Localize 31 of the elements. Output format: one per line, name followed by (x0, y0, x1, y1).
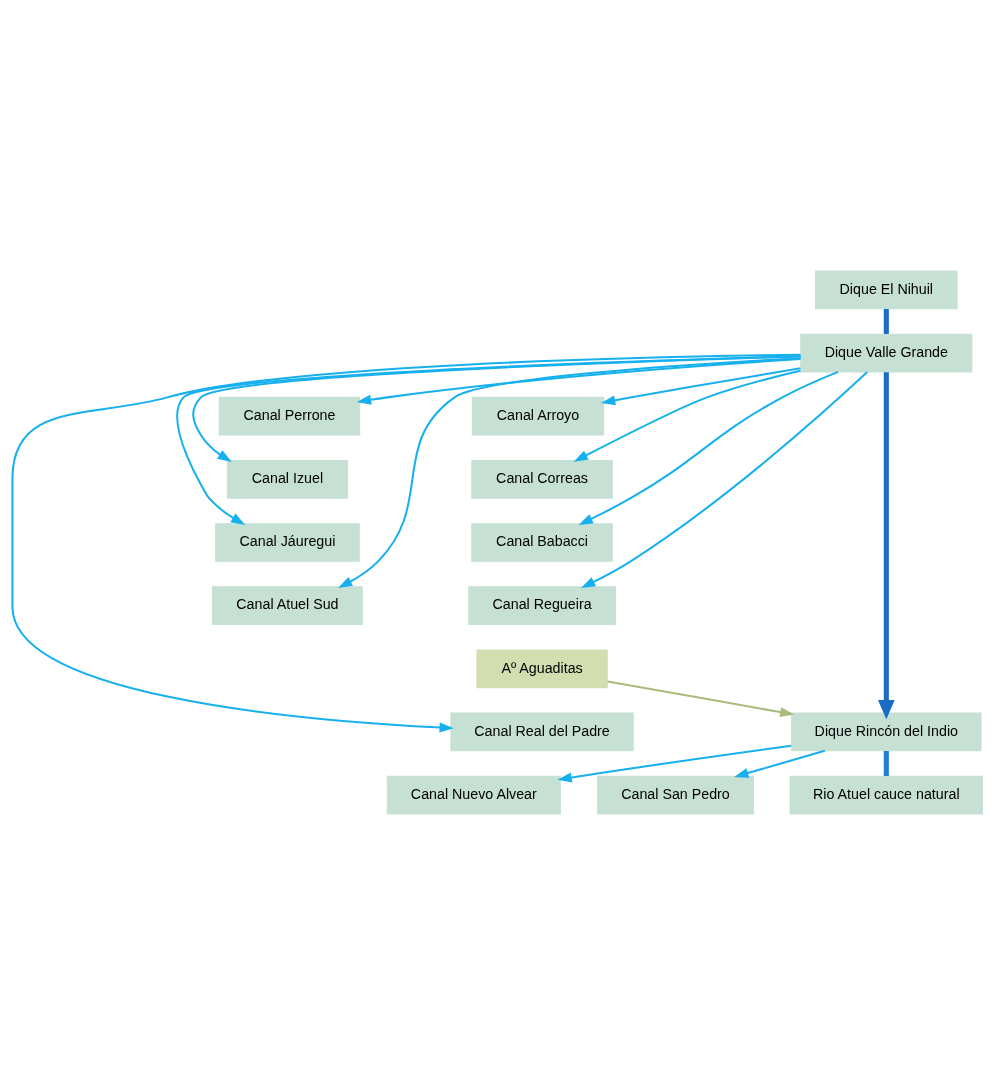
arrow (176, 354, 801, 525)
arrow (607, 679, 795, 717)
node-box: Dique El Nihuil (815, 270, 958, 309)
connector (883, 750, 889, 776)
arrow (356, 357, 801, 405)
node-box: Canal Perrone (218, 396, 361, 436)
node-box: Canal Correas (471, 459, 613, 499)
node-box: Canal Regueira (468, 585, 616, 625)
node-box: Canal Babacci (471, 522, 613, 562)
node-box: Dique Valle Grande (800, 333, 973, 372)
node-box: Canal Arroyo (471, 396, 605, 436)
node-box: Canal Izuel (226, 459, 349, 499)
connector (883, 308, 889, 334)
arrow (578, 370, 839, 525)
node-box: Canal Real del Padre (450, 712, 634, 751)
arrow (877, 371, 895, 719)
arrow (338, 356, 801, 588)
node-box: Canal Nuevo Alvear (386, 775, 561, 814)
arrow (600, 366, 801, 405)
arrow (192, 354, 801, 462)
node-box: Rio Atuel cauce natural (789, 775, 984, 814)
arrow (573, 369, 801, 462)
node-box: Canal Jáuregui (215, 522, 360, 562)
arrow (557, 744, 792, 782)
node-box: Dique Rincón del Indio (791, 712, 982, 751)
arrow (734, 749, 826, 778)
node-box: Canal San Pedro (597, 775, 754, 814)
arrow (580, 370, 868, 588)
node-box: Aº Aguaditas (476, 648, 608, 688)
arrow (11, 353, 801, 733)
node-box: Canal Atuel Sud (212, 585, 363, 625)
